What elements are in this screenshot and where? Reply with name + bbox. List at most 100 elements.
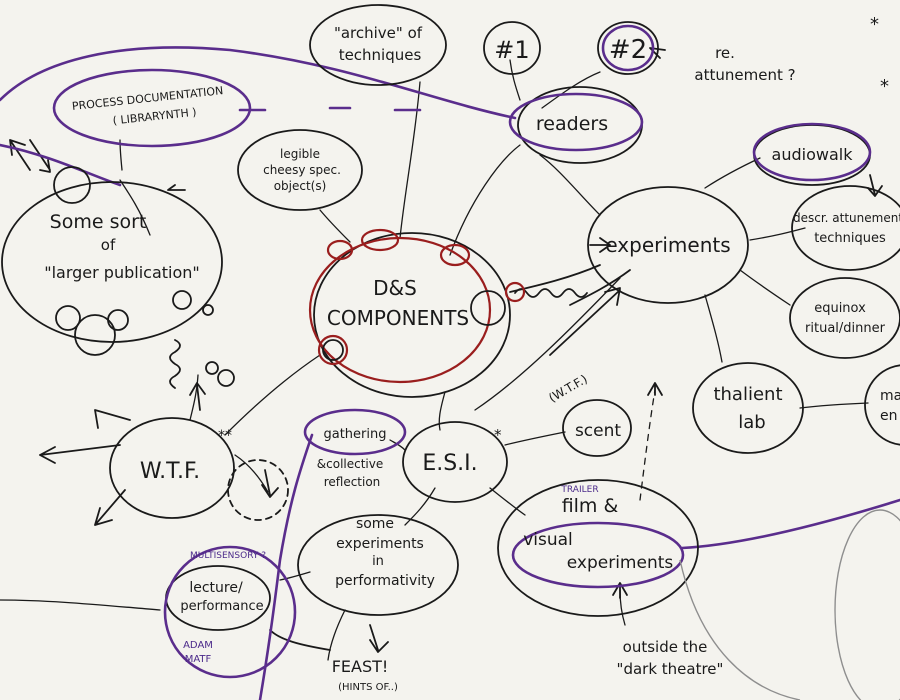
attunement-note-line1: re. — [715, 44, 735, 62]
arrow-audiowalk-descr — [867, 174, 883, 197]
thalient-right-label-line1: ma — [880, 388, 900, 404]
link-readers-experiments — [539, 154, 601, 216]
film-ellipse-purple — [511, 521, 685, 589]
link-lecture-left — [0, 599, 161, 611]
arrow-publication-up-left — [9, 139, 31, 171]
publication-bubble-6 — [202, 304, 214, 316]
publication-label-line3: "larger publication" — [44, 263, 200, 282]
center-node-right — [470, 290, 506, 326]
audiowalk-ellipse-purple — [752, 122, 872, 182]
performativity-ellipse — [297, 514, 459, 616]
descr-label-line1: descr. attunement — [793, 211, 900, 225]
esi-label: E.S.I. — [422, 451, 477, 476]
link-lecture-performativity — [279, 571, 311, 581]
film-label-line2: visual — [523, 530, 573, 550]
link-thalient-right — [799, 402, 869, 409]
link-wtf-dots — [189, 374, 199, 421]
adam-label-line2: MATF — [185, 654, 212, 665]
lecture-label-line2: performance — [180, 599, 263, 614]
arrow-up — [189, 382, 206, 411]
link-center-readers — [449, 144, 521, 256]
collective-label-line2: reflection — [324, 475, 381, 489]
link-legible-center — [319, 209, 351, 243]
center-label-line2: COMPONENTS — [327, 306, 469, 330]
num2-label: #2 — [609, 35, 647, 65]
feast-label-line2: (HINTS OF..) — [338, 682, 398, 693]
link-processdoc-down — [119, 139, 123, 171]
thalient-right-ellipse — [864, 364, 900, 446]
publication-bubble-5 — [172, 290, 192, 310]
film-trailer-label: TRAILER — [560, 485, 598, 495]
descr-label-line2: techniques — [814, 231, 886, 246]
darktheatre-label-line2: "dark theatre" — [617, 660, 724, 678]
archive-label-line2: techniques — [339, 46, 422, 64]
performativity-label-line4: performativity — [335, 573, 435, 589]
publication-label-line2: of — [101, 236, 116, 254]
legible-label-line3: object(s) — [274, 179, 327, 193]
publication-bubble-2 — [55, 305, 81, 331]
corner-mark-top: * — [870, 14, 879, 35]
wtf-label: W.T.F. — [140, 459, 200, 484]
legible-label-line2: cheesy spec. — [263, 163, 341, 177]
readers-ellipse-purple — [508, 92, 644, 152]
arrow-center-experiments — [569, 269, 631, 306]
film-label-line3: experiments — [567, 553, 674, 573]
legible-ellipse — [237, 129, 363, 211]
archive-ellipse — [309, 4, 447, 86]
link-publication-up — [119, 179, 151, 236]
num1-ellipse — [483, 21, 541, 75]
link-center-esi — [438, 391, 446, 431]
thalient-label-line2: lab — [738, 412, 765, 433]
audiowalk-label: audiowalk — [772, 145, 854, 164]
collective-label-line1: &collective — [317, 457, 383, 471]
dashed-circle — [227, 459, 289, 521]
thalient-ellipse — [692, 362, 804, 454]
arrow-dashed-circle — [261, 469, 279, 498]
darktheatre-label-line1: outside the — [623, 638, 708, 656]
link-esi-experiments — [474, 277, 621, 411]
coil-chain-left — [169, 339, 181, 389]
wtf-ellipse — [109, 417, 235, 519]
link-wtf-dashed — [234, 454, 269, 493]
link-experiments-descr — [749, 227, 806, 241]
gathering-label: gathering — [323, 427, 386, 442]
num1-label: #1 — [494, 36, 529, 64]
arrow-left — [39, 444, 121, 464]
arrow-feast-down — [369, 624, 389, 653]
link-esi-scent — [504, 431, 566, 446]
arrow-corner-mark — [167, 184, 186, 191]
thalient-label-line1: thalient — [713, 384, 782, 405]
arrow-experiments-in — [589, 237, 611, 253]
readers-label: readers — [536, 113, 608, 135]
purple-left-descent — [258, 433, 314, 700]
node-ellipses — [1, 4, 900, 700]
legible-label-line1: legible — [280, 147, 320, 161]
center-node-right-small — [504, 281, 526, 303]
center-bump-red-3 — [326, 239, 354, 261]
purple-dashes — [238, 106, 422, 112]
performativity-label-line3: in — [372, 554, 384, 569]
wtf-bubble-2 — [217, 369, 235, 387]
descr-ellipse — [791, 185, 900, 271]
coil-chain — [169, 288, 588, 389]
corner-mark-right: * — [880, 76, 889, 97]
arrow-wtf-experiments — [549, 287, 621, 356]
publication-label-line1: Some sort — [50, 211, 147, 233]
performativity-label-line2: experiments — [336, 536, 424, 552]
arrow-feast-lecture — [269, 629, 331, 651]
link-performativity-feast — [327, 609, 346, 661]
link-experiments-equinox — [739, 269, 791, 306]
arrow-film-up — [647, 382, 663, 396]
publication-bubble-3 — [74, 314, 116, 356]
gathering-ellipse-purple — [303, 408, 407, 456]
wtf-bubble-1 — [205, 361, 219, 375]
wtf-mark: ** — [218, 428, 232, 444]
wtf-arrow-label: (W.T.F.) — [546, 372, 590, 405]
connector-lines — [0, 59, 869, 661]
experiments-ellipse — [587, 186, 749, 304]
link-readers-num2 — [541, 71, 601, 109]
link-experiments-audiowalk — [704, 157, 761, 189]
performativity-label-line1: some — [356, 516, 394, 532]
ghost-curve — [679, 559, 801, 700]
